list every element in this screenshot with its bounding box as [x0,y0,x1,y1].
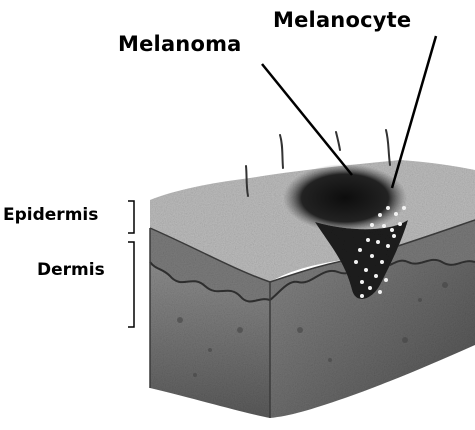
melanoma-lesion [283,164,407,232]
dermis-label: Dermis [37,262,105,279]
melanoma-label: Melanoma [118,34,242,55]
epidermis-label: Epidermis [3,207,98,224]
dermis-bracket [128,242,134,327]
epidermis-bracket [128,201,134,233]
melanocyte-label: Melanocyte [273,10,411,31]
melanoma-pointer-line [262,64,352,175]
